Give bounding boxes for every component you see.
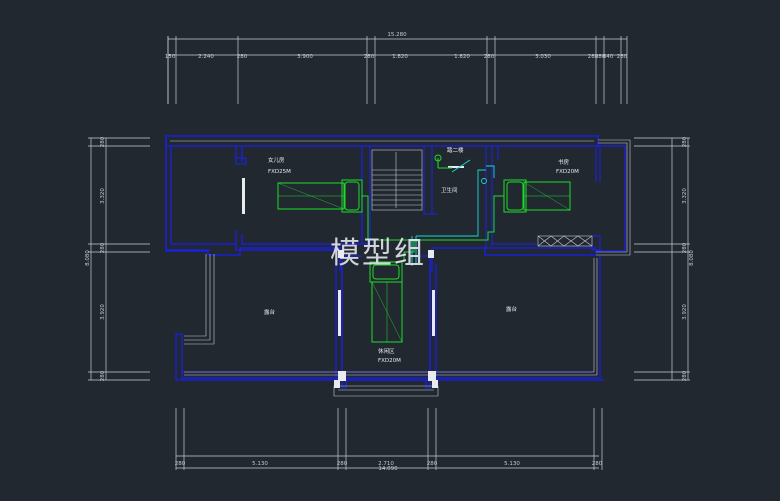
right-total-dim-label: 8.080 xyxy=(689,250,695,266)
top-dim-label: 280 xyxy=(364,54,375,60)
study-window xyxy=(537,235,593,247)
lounge-label: 休闲区 xyxy=(378,347,395,355)
left-dim-label: 280 xyxy=(100,370,106,381)
right-dim-label: 3.920 xyxy=(682,304,688,320)
top-dim-label: 2.240 xyxy=(198,54,214,60)
watermark-text: 模型组 xyxy=(330,236,426,271)
top-total-dim-label: 15.280 xyxy=(387,32,407,38)
top-dim-label: 1.820 xyxy=(454,54,470,60)
top-dim-label: 280 xyxy=(237,54,248,60)
dimension-labels: 150 2.240 280 3.900 280 1.820 280 1.820 280 3.030… xyxy=(85,32,695,472)
top-dim-label: 1.820 xyxy=(392,54,408,60)
bottom-dim-label: 280 xyxy=(337,461,348,467)
top-dim-label: 280 xyxy=(617,54,628,60)
left-dim-label: 280 xyxy=(100,136,106,147)
bottom-dim-label: 280 xyxy=(592,461,603,467)
left-total-dim-label: 8.080 xyxy=(85,250,91,266)
bathroom-label: 卫生间 xyxy=(441,186,458,194)
right-dim-label: 280 xyxy=(682,370,688,381)
top-dim-label: 3.900 xyxy=(297,54,313,60)
top-dim-label: 280 xyxy=(588,54,599,60)
top-dim-label: 280 xyxy=(484,54,495,60)
room-labels: 女儿房 FXD25M 踏二楼 卫生间 书房 FXD20M 露台 露台 休闲区 F… xyxy=(264,146,579,364)
study-unit-label: FXD20M xyxy=(556,169,579,175)
study-label: 书房 xyxy=(558,158,570,166)
top-dim-label: 280 xyxy=(595,54,606,60)
dimension-lines xyxy=(88,36,690,470)
bottom-total-dim-label: 14.090 xyxy=(378,466,398,472)
left-dim-label: 3.920 xyxy=(100,304,106,320)
top-dim-label: 150 xyxy=(165,54,176,60)
lounge-unit-label: FXD20M xyxy=(378,358,401,364)
hvac-units xyxy=(277,154,571,343)
daughter-room-unit-label: FXD25M xyxy=(268,169,291,175)
bottom-dim-label: 5.130 xyxy=(504,461,520,467)
staircase xyxy=(371,149,423,211)
bottom-dim-label: 280 xyxy=(427,461,438,467)
right-dim-label: 280 xyxy=(682,242,688,253)
right-dim-label: 3.320 xyxy=(682,188,688,204)
bottom-dim-label: 280 xyxy=(175,461,186,467)
top-dim-label: 640 xyxy=(603,54,614,60)
daughter-room-label: 女儿房 xyxy=(268,156,285,164)
bottom-dim-label: 2.710 xyxy=(378,461,394,467)
stair-label: 踏二楼 xyxy=(447,146,464,154)
walls xyxy=(165,135,631,397)
top-dim-label: 3.030 xyxy=(535,54,551,60)
bottom-dim-label: 5.130 xyxy=(252,461,268,467)
refrigerant-pipes xyxy=(411,159,495,266)
right-dim-label: 280 xyxy=(682,136,688,147)
left-dim-label: 3.320 xyxy=(100,188,106,204)
left-dim-label: 280 xyxy=(100,242,106,253)
terrace-right-label: 露台 xyxy=(506,305,518,313)
terrace-left-label: 露台 xyxy=(264,308,276,316)
